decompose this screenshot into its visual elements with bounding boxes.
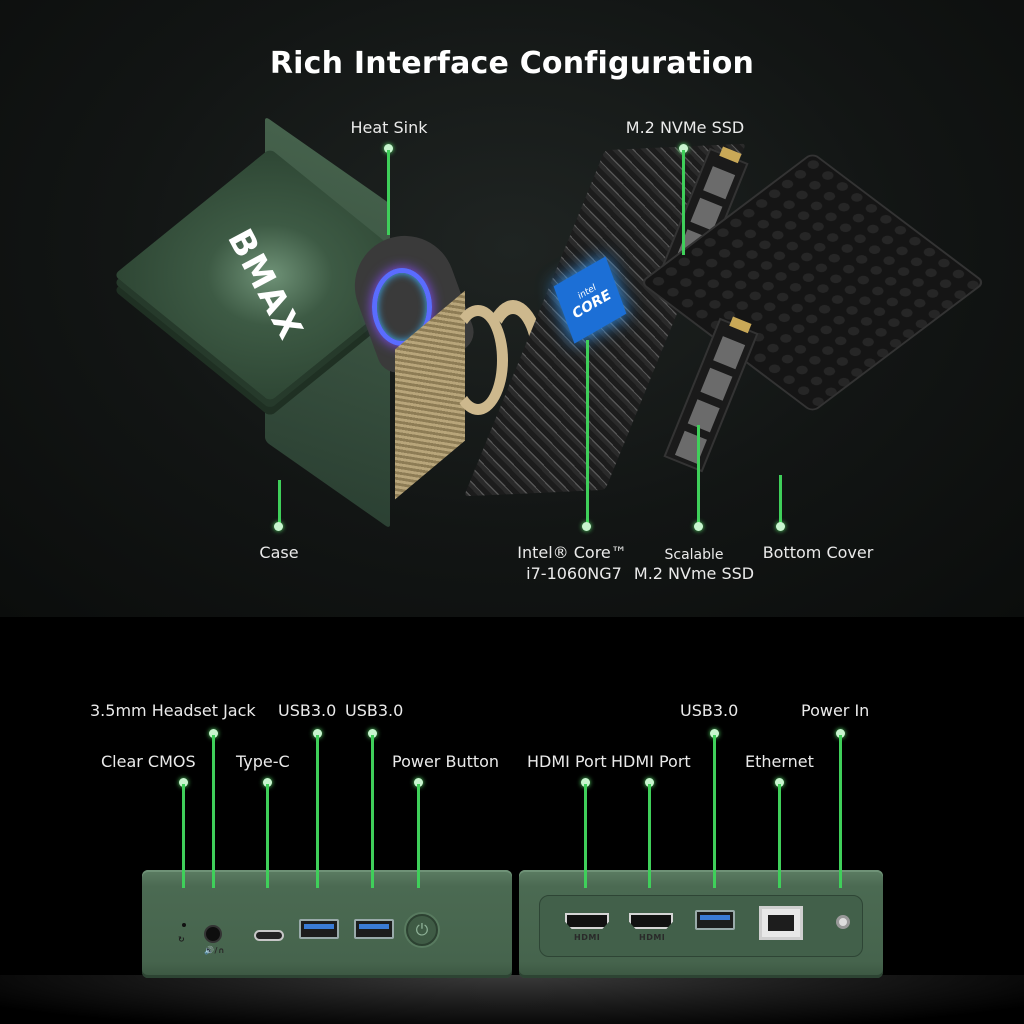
hdmi-port-2 [629,913,673,929]
callout-line-cpu [586,340,589,525]
reset-icon: ↻ [178,935,186,944]
label-hdmi-port-2: HDMI Port [611,752,691,771]
callout-dot-usb3-back [710,729,719,738]
floor-reflection [0,975,1024,1024]
label-usb3-front-1: USB3.0 [278,701,337,720]
power-icon: ⏻ [415,920,429,939]
clear-cmos-pinhole [182,923,186,927]
heat-pipe-inner [448,305,508,415]
callout-dot-bottom-cover [776,522,785,531]
callout-line-bottom-cover [779,475,782,525]
callout-dot-cpu [582,522,591,531]
ethernet-port [759,906,803,940]
label-usb3-back: USB3.0 [680,701,739,720]
label-hdmi-port-1: HDMI Port [527,752,607,771]
callout-dot-hdmi-port-1 [581,778,590,787]
callout-line-hdmi-port-1 [584,784,587,888]
callout-line-headset-jack [212,735,215,888]
callout-line-usb3-front-1 [316,735,319,888]
callout-dot-headset-jack [209,729,218,738]
callout-dot-scalable-ssd [694,522,703,531]
label-usb3-front-2: USB3.0 [345,701,404,720]
usb3-port-back [695,910,735,930]
power-in-port [836,915,850,929]
headset-icon: 🔊/∩ [204,946,225,955]
callout-line-usb3-front-2 [371,735,374,888]
usb3-port-2 [354,919,394,939]
hdmi-marking-1: HDMI [574,933,601,942]
callout-line-case [278,480,281,525]
callout-line-scalable-ssd [697,425,700,525]
hdmi-port-1 [565,913,609,929]
label-headset-jack: 3.5mm Headset Jack [90,701,256,720]
page-title: Rich Interface Configuration [269,46,755,81]
callout-dot-clear-cmos [179,778,188,787]
callout-line-type-c [266,784,269,888]
callout-dot-usb3-front-2 [368,729,377,738]
callout-dot-usb3-front-1 [313,729,322,738]
label-type-c: Type-C [236,752,290,771]
callout-line-usb3-back [713,735,716,888]
label-scalable-line2: M.2 NVme SSD [633,564,755,583]
back-panel-face: HDMI HDMI [519,870,883,978]
label-power-in: Power In [801,701,870,720]
callout-line-ethernet [778,784,781,888]
label-cpu-line1: Intel® Core™ [517,543,627,562]
power-button: ⏻ [406,914,438,946]
hdmi-marking-2: HDMI [639,933,666,942]
callout-dot-heat-sink [384,144,393,153]
callout-dot-power-button [414,778,423,787]
callout-line-heat-sink [387,150,390,235]
callout-dot-type-c [263,778,272,787]
label-ethernet: Ethernet [745,752,814,771]
type-c-port [254,930,284,941]
callout-line-m2-ssd [682,150,685,255]
callout-line-hdmi-port-2 [648,784,651,888]
usb3-port-1 [299,919,339,939]
label-cpu-line2: i7-1060NG7 [526,564,622,583]
callout-dot-power-in [836,729,845,738]
callout-line-power-in [839,735,842,888]
callout-dot-m2-ssd [679,144,688,153]
callout-dot-case [274,522,283,531]
front-panel-face: ↻ 🔊/∩ ⏻ [142,870,512,978]
label-clear-cmos: Clear CMOS [101,752,196,771]
label-bottom-cover: Bottom Cover [762,543,874,562]
label-power-button: Power Button [392,752,500,771]
label-m2-ssd: M.2 NVMe SSD [625,118,745,137]
label-case: Case [259,543,299,562]
label-heat-sink: Heat Sink [350,118,428,137]
callout-line-clear-cmos [182,784,185,888]
label-scalable-line1: Scalable [664,547,724,563]
callout-dot-ethernet [775,778,784,787]
callout-line-power-button [417,784,420,888]
headset-jack-port [204,925,222,943]
callout-dot-hdmi-port-2 [645,778,654,787]
